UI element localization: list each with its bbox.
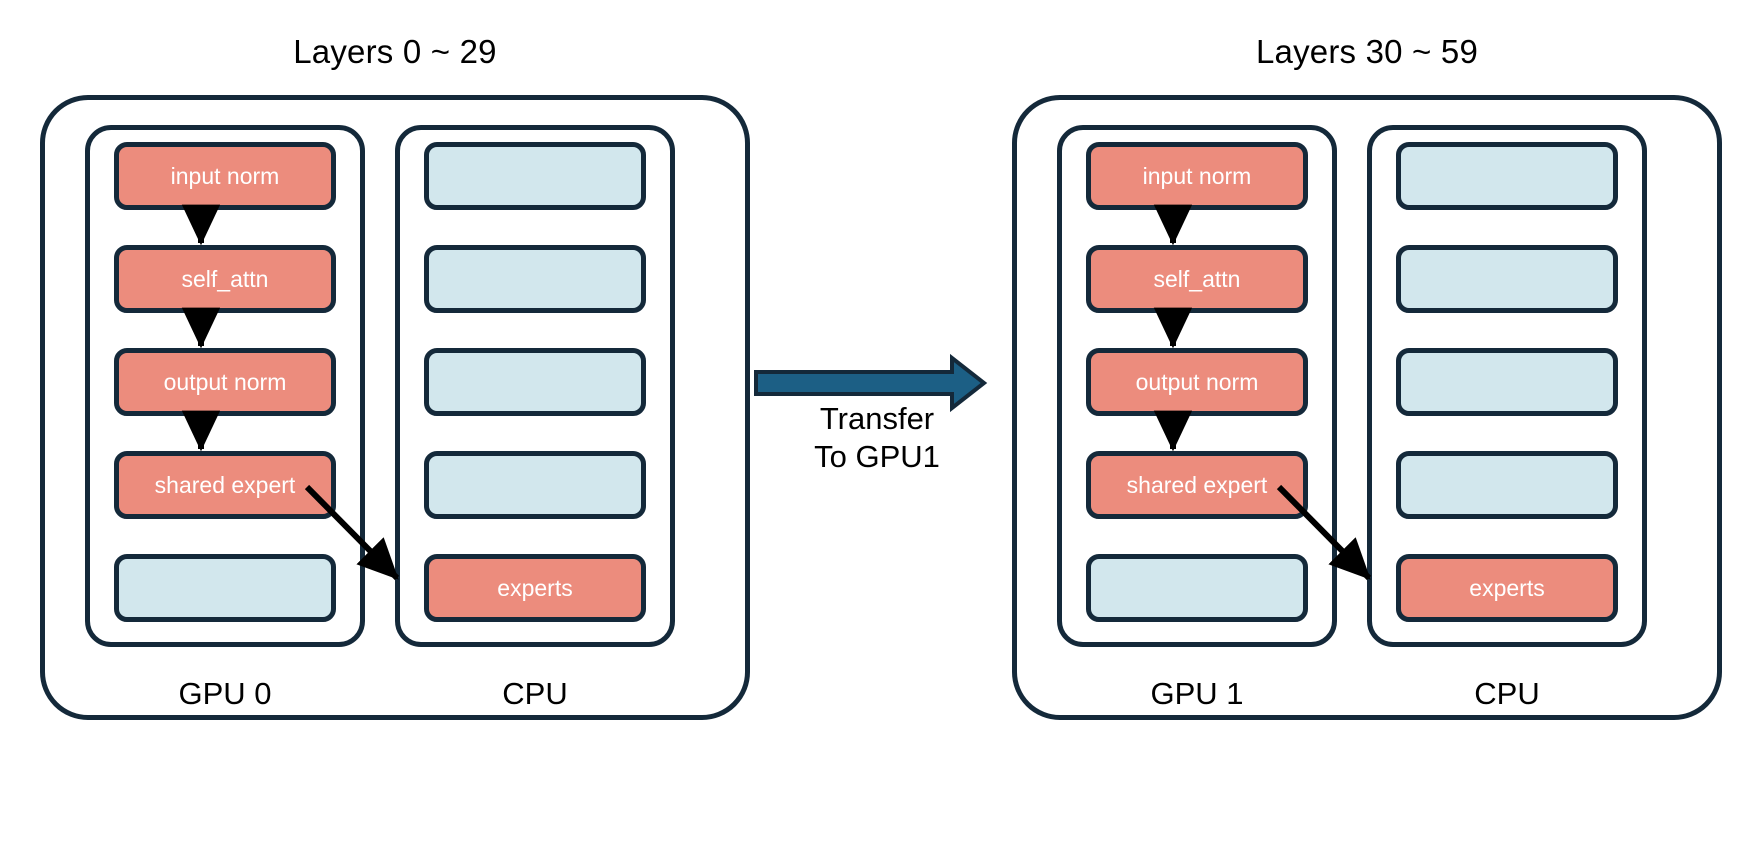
block-cpu-placeholder-1[interactable]	[424, 142, 646, 210]
block-cpu-placeholder-4[interactable]	[424, 451, 646, 519]
block-self-attn[interactable]: self_attn	[1086, 245, 1308, 313]
label-gpu-1: GPU 1	[1150, 676, 1244, 711]
block-shared-expert[interactable]: shared expert	[1086, 451, 1308, 519]
block-output-norm[interactable]: output norm	[114, 348, 336, 416]
label-cpu-left: CPU	[502, 676, 568, 711]
label-cpu-right: CPU	[1474, 676, 1540, 711]
block-input-norm[interactable]: input norm	[1086, 142, 1308, 210]
block-cpu-placeholder-1[interactable]	[1396, 142, 1618, 210]
block-gpu-placeholder[interactable]	[114, 554, 336, 622]
panel-left-title: Layers 0 ~ 29	[293, 33, 497, 70]
block-cpu-placeholder-3[interactable]	[1396, 348, 1618, 416]
block-cpu-placeholder-2[interactable]	[1396, 245, 1618, 313]
block-experts[interactable]: experts	[1396, 554, 1618, 622]
block-self-attn[interactable]: self_attn	[114, 245, 336, 313]
panel-left: Layers 0 ~ 29 input norm self_attn outpu…	[40, 33, 750, 720]
block-experts[interactable]: experts	[424, 554, 646, 622]
panel-left-gpu-column: input norm self_attn output norm shared …	[85, 125, 365, 647]
transfer-label-line-2: To GPU1	[814, 439, 940, 475]
label-gpu-0: GPU 0	[178, 676, 272, 711]
panel-right-cpu-column: experts	[1367, 125, 1647, 647]
panel-right-gpu-column: input norm self_attn output norm shared …	[1057, 125, 1337, 647]
block-shared-expert[interactable]: shared expert	[114, 451, 336, 519]
block-cpu-placeholder-4[interactable]	[1396, 451, 1618, 519]
block-cpu-placeholder-2[interactable]	[424, 245, 646, 313]
block-gpu-placeholder[interactable]	[1086, 554, 1308, 622]
panel-right: Layers 30 ~ 59 input norm self_attn outp…	[1012, 33, 1722, 720]
block-input-norm[interactable]: input norm	[114, 142, 336, 210]
transfer-label: Transfer To GPU1	[782, 400, 972, 477]
block-output-norm[interactable]: output norm	[1086, 348, 1308, 416]
block-cpu-placeholder-3[interactable]	[424, 348, 646, 416]
transfer-label-line-1: Transfer	[819, 401, 935, 436]
panel-left-cpu-column: experts	[395, 125, 675, 647]
panel-right-title: Layers 30 ~ 59	[1255, 33, 1479, 70]
